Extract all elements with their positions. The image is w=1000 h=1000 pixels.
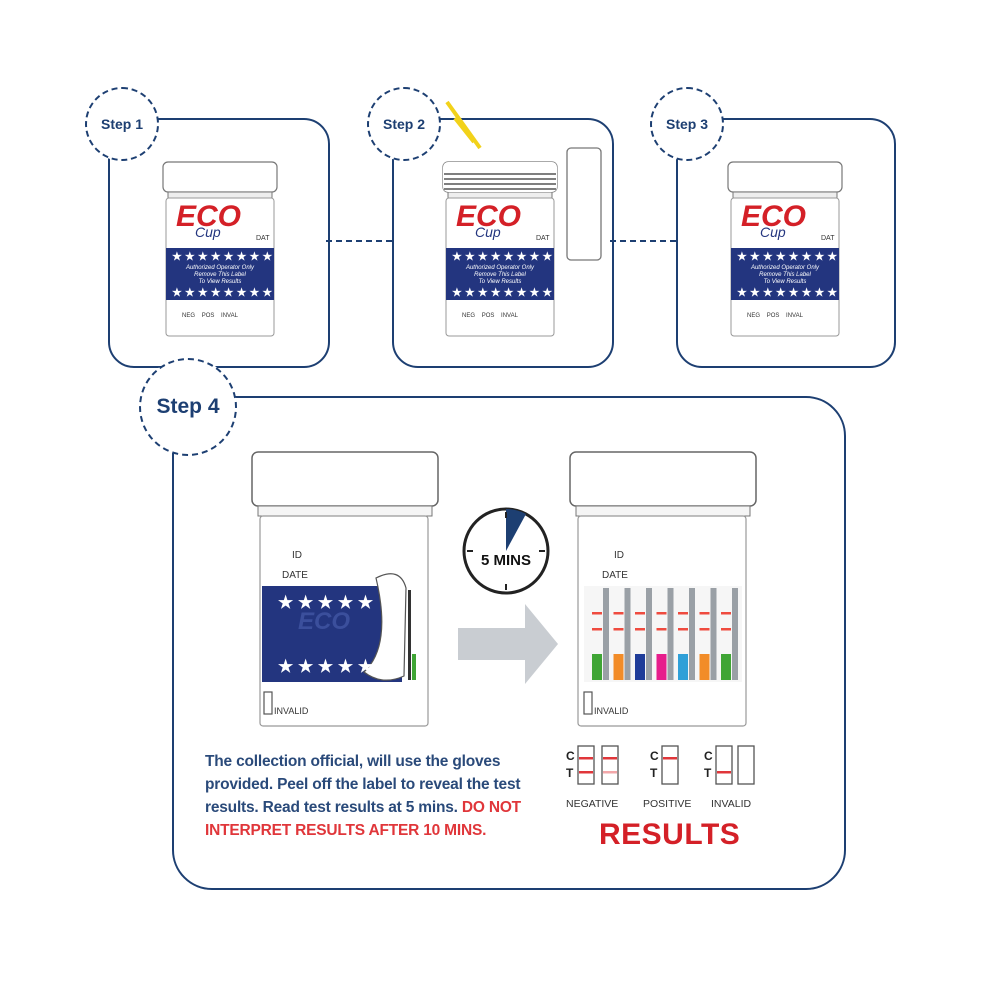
instructions-normal: The collection official, will use the gl… xyxy=(205,753,521,816)
cup-left-watermark: ECO xyxy=(298,608,351,635)
strip-separator xyxy=(646,588,652,680)
step4-badge: Step 4 xyxy=(139,358,237,456)
cup-left-date: DATE xyxy=(282,570,308,581)
step2-date: DAT xyxy=(536,235,550,242)
cup-right-invalid: INVALID xyxy=(594,706,629,716)
connector-1-2 xyxy=(326,240,392,242)
strip-pad xyxy=(721,654,731,680)
strip-separator xyxy=(710,588,717,680)
strip-line xyxy=(635,612,645,615)
strip-pad xyxy=(699,654,710,680)
strip-line xyxy=(699,612,710,615)
legend-inv-c: C xyxy=(704,749,713,763)
legend-neg-t: T xyxy=(566,766,574,780)
strip-line xyxy=(656,628,667,631)
cup-left-id: ID xyxy=(292,550,302,561)
strip-line xyxy=(613,612,624,615)
strip-line xyxy=(721,628,731,631)
motion-lines xyxy=(445,100,482,150)
strip-line xyxy=(699,628,710,631)
svg-text:★ ★ ★ ★ ★: ★ ★ ★ ★ ★ xyxy=(278,657,374,676)
strip-line xyxy=(678,612,688,615)
step3-brand: ECO xyxy=(741,200,807,233)
cup-revealed xyxy=(569,451,757,727)
strip-line xyxy=(721,612,731,615)
step2-badge: Step 2 xyxy=(367,87,441,161)
strip-pad xyxy=(678,654,688,680)
legend-negative: NEGATIVE xyxy=(566,798,619,810)
step1-brand-sub: Cup xyxy=(195,224,221,240)
strip-separator xyxy=(689,588,695,680)
strip-pad xyxy=(656,654,667,680)
legend-positive: POSITIVE xyxy=(643,798,692,810)
progress-arrow xyxy=(458,604,558,684)
step2-brand: ECO xyxy=(456,200,522,233)
results-title: RESULTS xyxy=(599,818,741,851)
cup-left-invalid: INVALID xyxy=(274,706,309,716)
connector-2-3 xyxy=(610,240,676,242)
legend-inv-t: T xyxy=(704,766,712,780)
strip-pad xyxy=(635,654,645,680)
strip-line xyxy=(656,612,667,615)
legend-invalid: INVALID xyxy=(711,798,752,810)
strip-separator xyxy=(603,588,609,680)
step3-date: DAT xyxy=(821,235,835,242)
cup-right-id: ID xyxy=(614,550,624,561)
step2-cup xyxy=(442,161,558,337)
timer-label: 5 MINS xyxy=(480,552,531,569)
strip-separator xyxy=(624,588,631,680)
step1-badge: Step 1 xyxy=(85,87,159,161)
svg-text:★ ★ ★ ★ ★: ★ ★ ★ ★ ★ xyxy=(278,593,374,612)
step3-checkboxes: NEG POS INVAL xyxy=(747,313,803,319)
step3-badge: Step 3 xyxy=(650,87,724,161)
strip-line xyxy=(635,628,645,631)
instructions-text: The collection official, will use the gl… xyxy=(205,750,565,842)
step1-brand: ECO xyxy=(176,200,242,233)
timer-icon xyxy=(462,507,550,595)
strip-line xyxy=(592,628,602,631)
legend-pos-t: T xyxy=(650,766,658,780)
strip-separator xyxy=(667,588,674,680)
strip-pad xyxy=(592,654,602,680)
legend-windows xyxy=(577,745,755,785)
step3-brand-sub: Cup xyxy=(760,224,786,240)
strip-separator xyxy=(732,588,738,680)
strip-line xyxy=(613,628,624,631)
step1-checkboxes: NEG POS INVAL xyxy=(182,313,238,319)
step1-date: DAT xyxy=(256,235,270,242)
step1-cup xyxy=(162,161,278,337)
instructions-warning: DO NOT INTERPRET RESULTS AFTER 10 MINS. xyxy=(205,799,521,839)
step3-cup xyxy=(727,161,843,337)
step2-brand-sub: Cup xyxy=(475,224,501,240)
legend-neg-c: C xyxy=(566,749,575,763)
legend-lines xyxy=(579,757,731,774)
legend-pos-c: C xyxy=(650,749,659,763)
step2-lid xyxy=(566,147,602,261)
cup-right-date: DATE xyxy=(602,570,628,581)
cup-with-label: ★ ★ ★ ★ ★ ★ ★ ★ ★ ★ xyxy=(251,451,439,727)
step2-checkboxes: NEG POS INVAL xyxy=(462,313,518,319)
strip-pad xyxy=(613,654,624,680)
strip-line xyxy=(592,612,602,615)
strip-line xyxy=(678,628,688,631)
